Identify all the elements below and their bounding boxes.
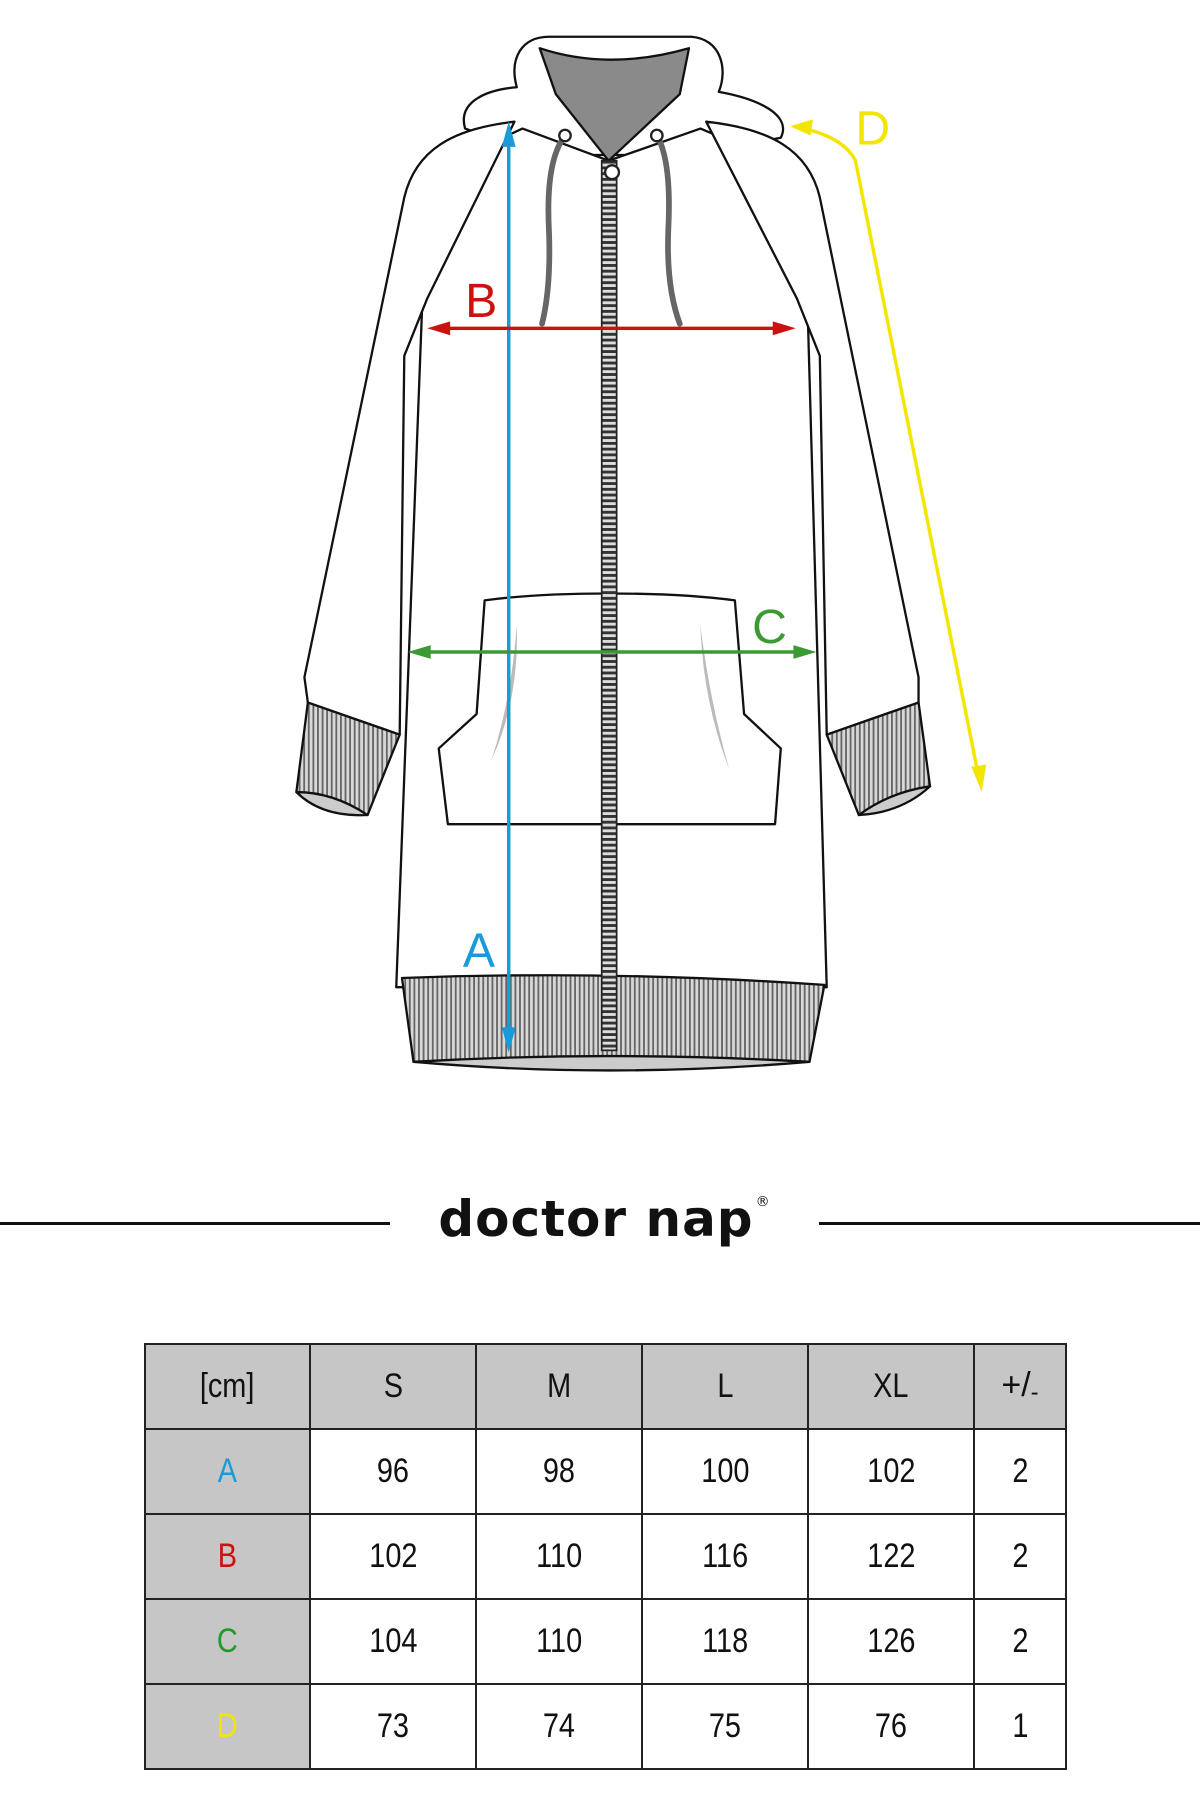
value: 100 [700,1452,750,1490]
value-cell: 73 [309,1683,477,1770]
value-cell: 104 [309,1598,477,1685]
value-cell: 100 [641,1428,809,1515]
row-label: B [217,1537,238,1575]
size-label: L [716,1367,734,1405]
row-label-cell: A [144,1428,311,1515]
hoodie-measurement-diagram: A B C D [295,35,987,1072]
unit-header: [cm] [144,1343,311,1430]
label-b: B [465,274,497,328]
tolerance-cell: 2 [973,1513,1067,1600]
row-label: A [217,1452,238,1490]
size-header: XL [807,1343,975,1430]
tolerance-header: +/- [973,1343,1067,1430]
label-d: D [855,102,890,156]
table-row: C 104 110 118 126 2 [144,1598,1067,1685]
row-label-cell: B [144,1513,311,1600]
hem-opening [412,1054,811,1072]
tol-minus: - [1030,1379,1039,1406]
measure-a-arrow [501,121,516,1053]
value-cell: 126 [807,1598,975,1685]
value-cell: 76 [807,1683,975,1770]
row-label: C [217,1622,238,1660]
tolerance: 1 [1011,1707,1029,1745]
value-cell: 98 [475,1428,643,1515]
tolerance-cell: 2 [973,1428,1067,1515]
hood-lining [538,47,691,162]
value: 110 [535,1537,583,1575]
value: 75 [708,1707,742,1745]
tolerance: 2 [1011,1622,1029,1660]
tolerance-cell: 2 [973,1598,1067,1685]
size-header: S [309,1343,477,1430]
tolerance: 2 [1011,1537,1029,1575]
zipper [600,159,618,1052]
tol-plus: + [1001,1366,1022,1404]
brand-logo: doctor nap® [390,1190,819,1248]
registered-mark: ® [755,1194,771,1210]
zipper-pull [604,164,621,181]
value: 98 [542,1452,576,1490]
label-c: C [752,600,787,654]
value: 102 [368,1537,418,1575]
divider-left [0,1222,390,1225]
value: 76 [874,1707,908,1745]
value-cell: 110 [475,1598,643,1685]
size-label: XL [873,1367,909,1405]
row-label-cell: C [144,1598,311,1685]
row-label-cell: D [144,1683,311,1770]
measure-b-arrow [427,321,796,336]
value: 73 [376,1707,410,1745]
size-label: M [546,1367,572,1405]
value: 96 [376,1452,410,1490]
value-cell: 116 [641,1513,809,1600]
measure-c-arrow [407,645,817,659]
left-drawstring [539,132,568,327]
divider-right [819,1222,1200,1225]
label-a: A [463,924,496,978]
value: 116 [701,1537,749,1575]
value: 118 [701,1622,749,1660]
value: 110 [535,1622,583,1660]
value: 122 [866,1537,916,1575]
value-cell: 102 [309,1513,477,1600]
table-row: D 73 74 75 76 1 [144,1683,1067,1770]
value-cell: 118 [641,1598,809,1685]
table-header-row: [cm] S M L XL +/- [144,1343,1067,1430]
size-label: S [383,1367,403,1405]
value: 102 [866,1452,916,1490]
value: 104 [368,1622,418,1660]
value-cell: 102 [807,1428,975,1515]
value-cell: 96 [309,1428,477,1515]
value: 126 [866,1622,916,1660]
unit-label: [cm] [200,1367,255,1405]
value: 74 [542,1707,576,1745]
measure-d-arrow [789,119,987,793]
left-cuff-opening [295,790,369,817]
brand-name: doctor nap [438,1190,754,1248]
table-row: A 96 98 100 102 2 [144,1428,1067,1515]
tolerance-cell: 1 [973,1683,1067,1770]
value-cell: 75 [641,1683,809,1770]
size-header: L [641,1343,809,1430]
row-label: D [217,1707,238,1745]
tolerance: 2 [1011,1452,1029,1490]
tol-slash: / [1021,1366,1031,1404]
table-row: B 102 110 116 122 2 [144,1513,1067,1600]
right-drawstring [653,132,683,327]
value-cell: 74 [475,1683,643,1770]
right-cuff-opening [857,785,932,817]
value-cell: 110 [475,1513,643,1600]
size-header: M [475,1343,643,1430]
value-cell: 122 [807,1513,975,1600]
